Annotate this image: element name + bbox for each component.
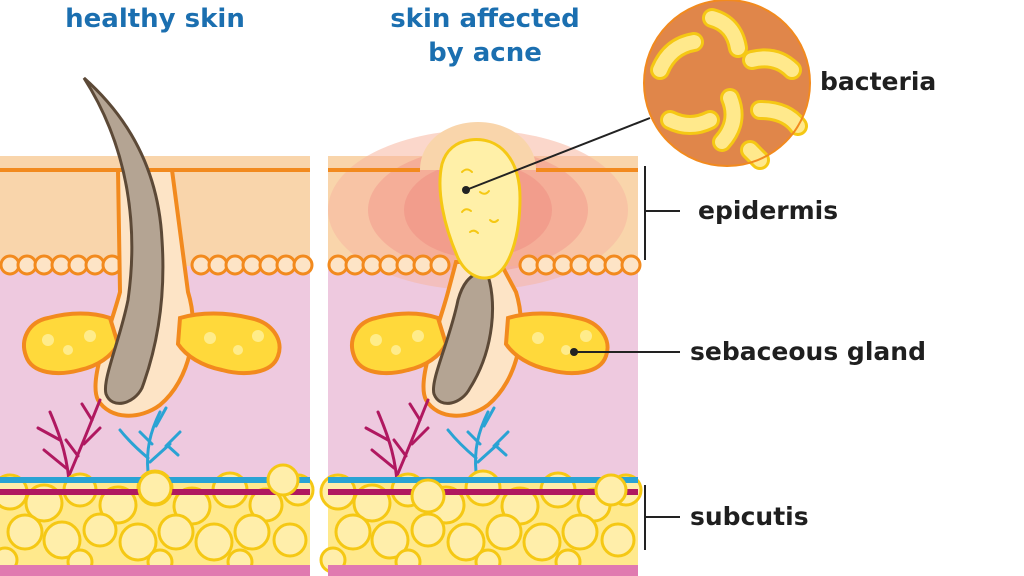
epidermis-label: epidermis [698,196,839,225]
label-pointers [574,166,680,550]
sebaceous-gland-left [22,311,121,376]
sebaceous-gland-right [175,311,282,376]
hair-shaft-acne [431,268,495,405]
healthy-skin-panel [0,76,315,576]
healthy-skin-title: healthy skin [65,4,245,34]
bacteria-magnified-view [643,0,811,170]
sebaceous-gland-label: sebaceous gland [690,337,926,366]
hair-shaft [82,76,165,405]
sebaceous-gland-right-acne [503,311,610,376]
acne-skin-panel [319,122,643,576]
pus-plug [438,138,522,280]
bacteria-label: bacteria [820,67,937,96]
subcutis-label: subcutis [690,502,809,531]
sebaceous-gland-left-acne [350,311,449,376]
